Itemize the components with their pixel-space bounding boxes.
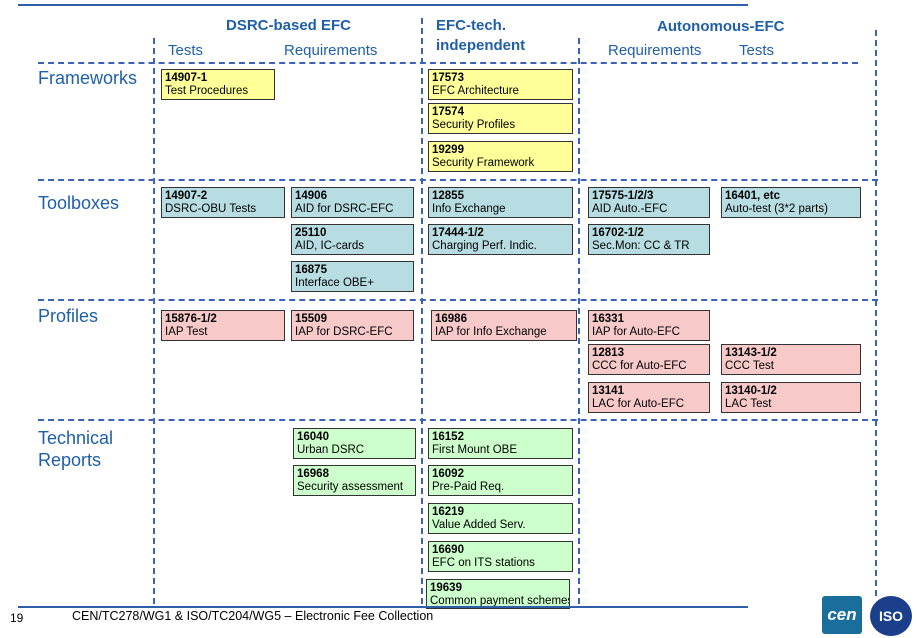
iso-logo-icon: ISO bbox=[870, 596, 912, 636]
grid-line-h1 bbox=[38, 62, 858, 64]
header-tech-line1: EFC-tech. bbox=[436, 17, 507, 34]
subheader-dsrc-requirements: Requirements bbox=[284, 42, 378, 59]
row-label-technical-line2: Reports bbox=[38, 450, 102, 470]
grid-line-h4 bbox=[38, 419, 878, 421]
header-tech-line2: independent bbox=[436, 37, 526, 54]
subheader-auto-requirements: Requirements bbox=[608, 42, 702, 59]
grid-line-v2 bbox=[421, 18, 423, 604]
row-label-technical-line1: Technical bbox=[38, 428, 114, 448]
subheader-auto-tests: Tests bbox=[739, 42, 775, 59]
grid-line-v4 bbox=[875, 30, 877, 596]
subheader-dsrc-tests: Tests bbox=[168, 42, 204, 59]
page-number: 19 bbox=[10, 611, 24, 625]
footer-text: CEN/TC278/WG1 & ISO/TC204/WG5 – Electron… bbox=[72, 609, 434, 623]
cen-logo-icon: cen bbox=[822, 596, 862, 634]
top-rule bbox=[18, 4, 748, 6]
grid-line-h3 bbox=[38, 299, 878, 301]
footer-rule bbox=[18, 606, 748, 608]
header-dsrc: DSRC-based EFC bbox=[226, 17, 352, 34]
row-label-toolboxes: Toolboxes bbox=[38, 193, 120, 213]
header-auto: Autonomous-EFC bbox=[657, 18, 785, 35]
row-label-profiles: Profiles bbox=[38, 306, 99, 326]
grid-line-h2 bbox=[38, 179, 878, 181]
grid-line-v3 bbox=[578, 38, 580, 604]
grid-line-v1 bbox=[153, 38, 155, 604]
row-label-frameworks: Frameworks bbox=[38, 68, 138, 88]
